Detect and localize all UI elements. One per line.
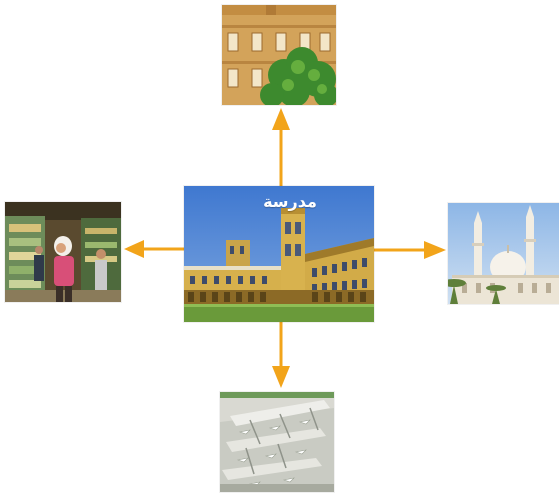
arrow-down-head <box>272 366 290 388</box>
bottom-photo <box>220 392 334 492</box>
brick-building-image <box>222 5 336 105</box>
right-photo <box>448 203 559 304</box>
center-caption: مدرسة <box>263 192 317 211</box>
airport-image <box>220 392 334 492</box>
school-building-image <box>184 186 374 322</box>
arrow-up-head <box>272 108 290 130</box>
arrow-left-head <box>124 240 144 258</box>
left-photo <box>5 202 121 302</box>
center-photo: مدرسة <box>184 186 374 322</box>
arrow-right-head <box>424 241 446 259</box>
mosque-image <box>448 203 559 304</box>
market-image <box>5 202 121 302</box>
top-photo <box>222 5 336 105</box>
